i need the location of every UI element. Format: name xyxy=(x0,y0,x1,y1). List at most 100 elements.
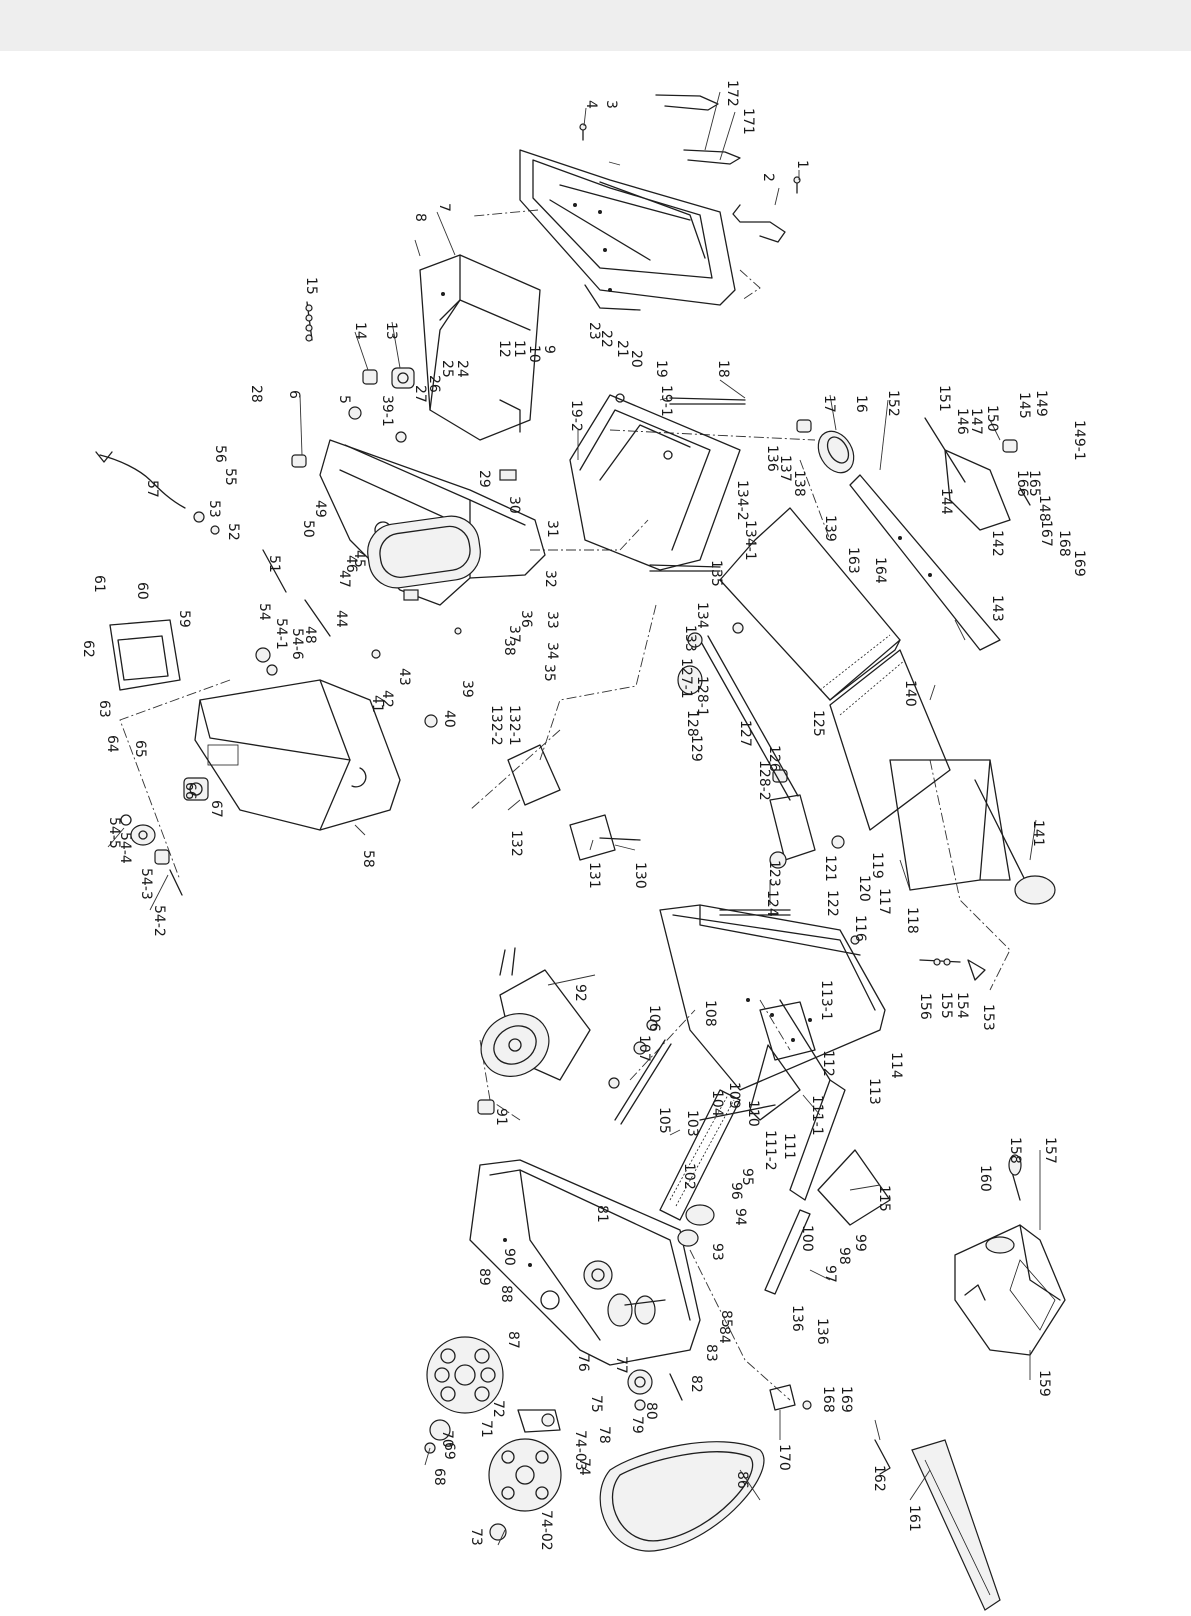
part-label: 128-1 xyxy=(694,676,710,717)
part-44-drive-belt xyxy=(367,515,481,589)
part-161-push-stick xyxy=(911,1439,1001,1611)
part-label: 159 xyxy=(1036,1370,1052,1397)
part-58-rear-cover xyxy=(194,679,401,831)
part-111-roller-shaft xyxy=(699,1044,801,1121)
part-label: 47 xyxy=(336,570,352,588)
part-label: 12 xyxy=(496,340,512,358)
part-label: 54-1 xyxy=(273,618,289,650)
part-label: 26 xyxy=(426,375,442,393)
part-57-power-cord xyxy=(95,451,186,509)
part-label: 107 xyxy=(636,1035,652,1062)
part-3-top-frame xyxy=(519,149,736,311)
part-label: 117 xyxy=(876,888,892,915)
part-label: 18 xyxy=(715,360,731,378)
part-label: 24 xyxy=(454,360,470,378)
part-label: 160 xyxy=(977,1165,993,1192)
part-label: 157 xyxy=(1042,1137,1058,1164)
part-label: 66 xyxy=(182,782,198,800)
part-label: 57 xyxy=(144,480,160,498)
part-label: 82 xyxy=(688,1375,704,1393)
part-label: 4 xyxy=(583,100,599,109)
part-label: 113-1 xyxy=(818,980,834,1021)
part-label: 156 xyxy=(917,993,933,1020)
part-label: 43 xyxy=(396,668,412,686)
part-140-table-extension xyxy=(829,649,951,831)
part-gearbox-frame xyxy=(469,1159,701,1366)
part-86-drive-belt xyxy=(599,1441,765,1552)
part-label: 74-02 xyxy=(538,1510,554,1551)
part-153-156-fasteners xyxy=(850,935,986,981)
part-label: 165 xyxy=(1026,470,1042,497)
part-102-feed-roller xyxy=(659,1089,741,1221)
part-label: 48 xyxy=(302,626,318,644)
part-label: 90 xyxy=(501,1248,517,1266)
part-label: 25 xyxy=(439,360,455,378)
part-label: 61 xyxy=(91,575,107,593)
exploded-parts-diagram: 1234781514131211109232221201919-119-2182… xyxy=(80,80,1087,1611)
part-139-table-extension xyxy=(719,507,901,701)
part-label: 74 xyxy=(576,1458,592,1476)
part-label: 7 xyxy=(436,203,452,212)
part-label: 1 xyxy=(794,160,810,169)
part-label: 111-1 xyxy=(809,1095,825,1136)
part-label: 22 xyxy=(598,330,614,348)
part-label: 21 xyxy=(614,340,630,358)
part-label: 87 xyxy=(505,1331,521,1349)
part-label: 74-03 xyxy=(572,1430,588,1471)
part-label: 170 xyxy=(776,1444,792,1471)
part-label: 95 xyxy=(739,1168,755,1186)
part-label: 86 xyxy=(734,1471,750,1489)
part-label: 142 xyxy=(989,530,1005,557)
part-label: 92 xyxy=(572,984,588,1002)
part-label: 111 xyxy=(781,1133,797,1160)
part-59-switch-box xyxy=(109,619,181,691)
part-label: 150 xyxy=(984,405,1000,432)
part-label: 5 xyxy=(336,395,352,404)
part-label: 65 xyxy=(132,740,148,758)
part-label: 19-2 xyxy=(568,400,584,432)
part-label: 54-4 xyxy=(117,832,133,864)
part-label: 14 xyxy=(352,322,368,340)
part-label: 136 xyxy=(814,1318,830,1345)
part-label: 11 xyxy=(511,340,527,358)
part-label: 64 xyxy=(104,735,120,753)
part-label: 67 xyxy=(208,800,224,818)
part-label: 9 xyxy=(541,345,557,354)
part-label: 127-1 xyxy=(678,658,694,699)
part-label: 139 xyxy=(822,515,838,542)
part-label: 135 xyxy=(708,560,724,587)
part-label: 127 xyxy=(737,720,753,747)
part-label: 110 xyxy=(745,1100,761,1127)
part-label: 3 xyxy=(603,100,619,109)
part-label: 136 xyxy=(764,445,780,472)
part-label: 102 xyxy=(681,1163,697,1190)
part-label: 76 xyxy=(575,1354,591,1372)
part-label: 158 xyxy=(1007,1137,1023,1164)
part-label: 122 xyxy=(824,890,840,917)
part-label: 99 xyxy=(852,1234,868,1252)
part-label: 126 xyxy=(766,745,782,772)
part-label: 81 xyxy=(594,1205,610,1223)
part-label: 84 xyxy=(716,1326,732,1344)
part-label: 88 xyxy=(498,1285,514,1303)
part-label: 35 xyxy=(541,664,557,682)
part-label: 58 xyxy=(360,850,376,868)
part-label: 128 xyxy=(684,710,700,737)
part-label: 115 xyxy=(876,1185,892,1212)
part-170-clamp xyxy=(769,1384,812,1411)
part-label: 83 xyxy=(703,1344,719,1362)
part-81-85-gear-train xyxy=(583,1204,715,1411)
part-label: 171 xyxy=(740,108,756,135)
part-label: 172 xyxy=(724,80,740,107)
part-label: 154 xyxy=(954,992,970,1019)
part-label: 10 xyxy=(526,345,542,363)
part-label: 17 xyxy=(821,395,837,413)
part-1-4-screws xyxy=(579,123,801,194)
part-label: 91 xyxy=(493,1108,509,1126)
part-label: 118 xyxy=(904,907,920,934)
part-label: 149-1 xyxy=(1071,420,1087,461)
part-label: 121 xyxy=(822,855,838,882)
part-label: 141 xyxy=(1030,820,1046,847)
